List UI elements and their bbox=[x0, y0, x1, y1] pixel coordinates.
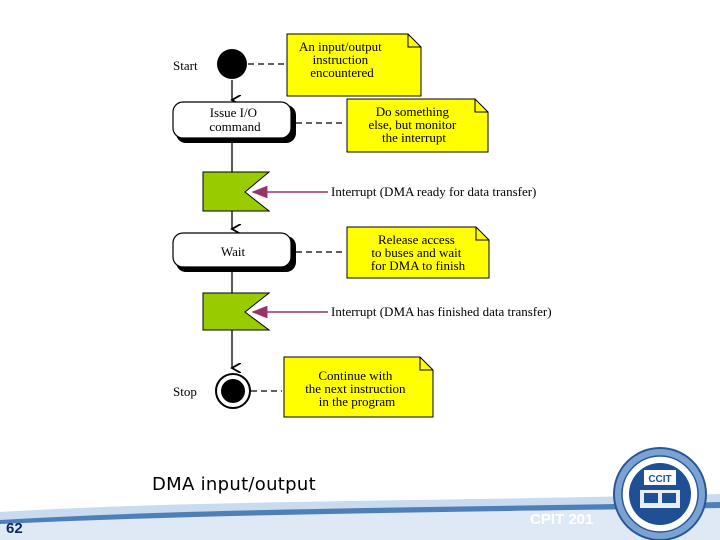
note-do-something-line3: the interrupt bbox=[382, 130, 446, 145]
note-continue: Continue with the next instruction in th… bbox=[283, 356, 434, 418]
note-release-line1: Release access bbox=[378, 232, 455, 247]
start-label: Start bbox=[173, 58, 198, 73]
logo-title: CCIT bbox=[648, 474, 671, 485]
node-issue-command: Issue I/O command bbox=[172, 101, 296, 143]
page-number: 62 bbox=[6, 520, 23, 537]
note-encountered-line1: An input/output bbox=[299, 39, 382, 54]
note-release: Release access to buses and wait for DMA… bbox=[346, 226, 490, 279]
node-issue-line1: Issue I/O bbox=[210, 105, 257, 120]
svg-text:Continue with the next i: Continue with the next instruction in th… bbox=[305, 368, 409, 409]
note-continue-line3: in the program bbox=[319, 394, 396, 409]
start-node bbox=[217, 49, 247, 79]
interrupt-ready-label: Interrupt (DMA ready for data transfer) bbox=[331, 184, 536, 199]
node-issue-line2: command bbox=[209, 119, 261, 134]
dma-flow-diagram: Start An input/output instruction encoun… bbox=[172, 33, 552, 418]
note-do-something-line2: else, but monitor bbox=[369, 117, 457, 132]
note-release-line2: to buses and wait bbox=[371, 245, 461, 260]
note-encountered-line2: instruction bbox=[313, 52, 369, 67]
stop-node bbox=[215, 373, 251, 409]
svg-text:Release access to buses: Release access to buses and wait for DMA… bbox=[371, 232, 466, 273]
svg-text:Do something else, but m: Do something else, but monitor the inter… bbox=[369, 104, 460, 145]
note-encountered-line3: encountered bbox=[310, 65, 374, 80]
note-encountered: An input/output instruction encountered bbox=[286, 33, 422, 97]
note-release-line3: for DMA to finish bbox=[371, 258, 466, 273]
node-wait: Wait bbox=[172, 232, 296, 272]
footer-wave bbox=[0, 494, 720, 540]
note-do-something: Do something else, but monitor the inter… bbox=[346, 98, 489, 153]
svg-text:Issue I/O command: Issue I/O command bbox=[209, 105, 261, 134]
signal-dma-finished bbox=[202, 292, 271, 331]
university-seal-icon: CCIT bbox=[613, 447, 707, 540]
signal-dma-ready bbox=[202, 171, 271, 212]
note-continue-line2: the next instruction bbox=[305, 381, 406, 396]
interrupt-finished-label: Interrupt (DMA has finished data transfe… bbox=[331, 304, 552, 319]
stop-label: Stop bbox=[173, 384, 197, 399]
slide-caption: DMA input/output bbox=[152, 474, 316, 495]
course-code: CPIT 201 bbox=[530, 511, 594, 528]
node-wait-label: Wait bbox=[221, 244, 246, 259]
svg-text:An input/output instruct: An input/output instruction encountered bbox=[299, 39, 385, 80]
note-continue-line1: Continue with bbox=[318, 368, 393, 383]
note-do-something-line1: Do something bbox=[376, 104, 450, 119]
